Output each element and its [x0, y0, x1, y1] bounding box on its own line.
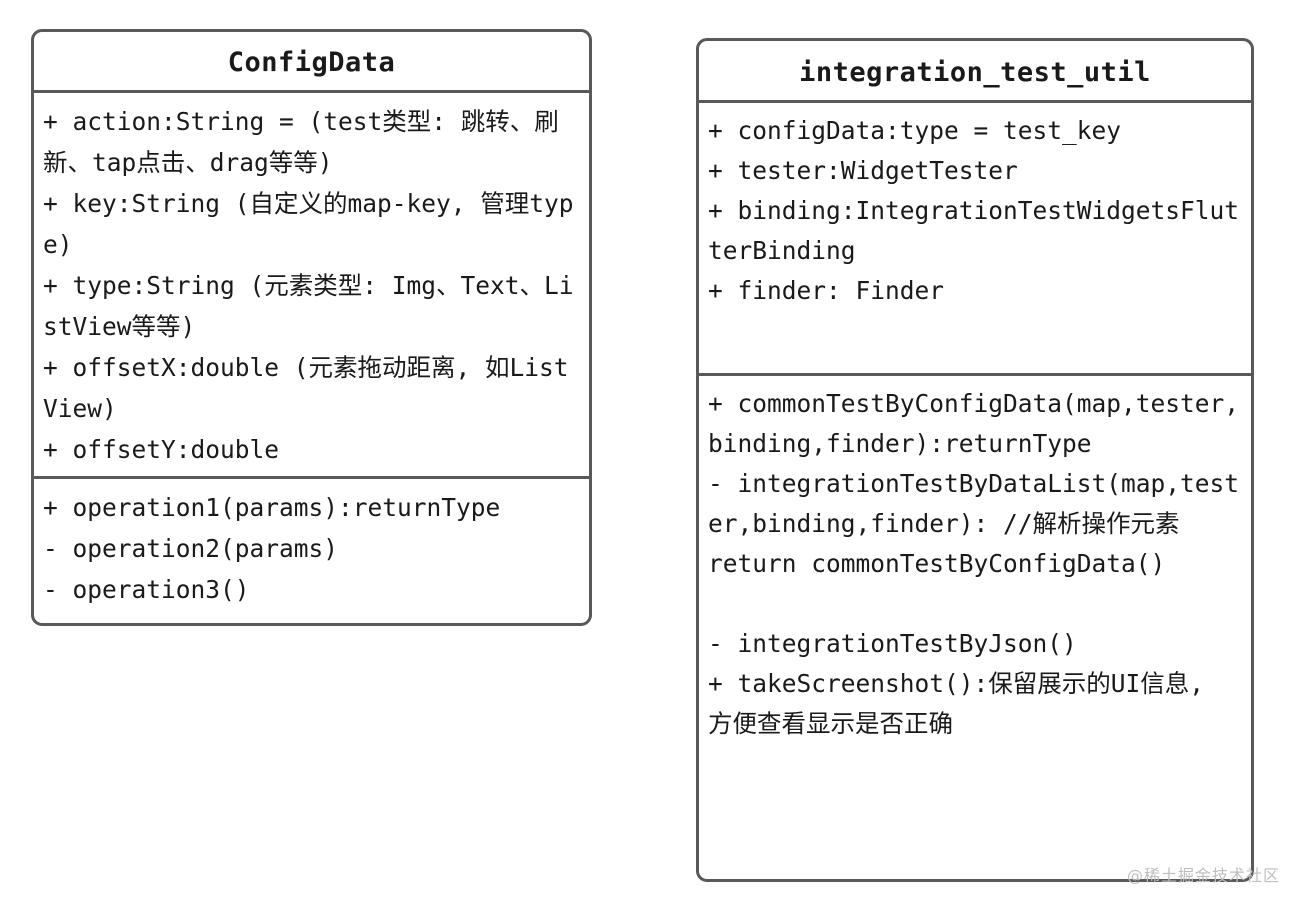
- operation-row: - integrationTestByJson(): [708, 629, 1077, 658]
- class-section-divider: [699, 373, 1251, 376]
- attribute-row: + configData:type = test_key: [708, 116, 1122, 145]
- uml-class-configdata[interactable]: ConfigData + action:String = (test类型: 跳转…: [31, 29, 592, 626]
- operation-row: return commonTestByConfigData(): [708, 549, 1166, 578]
- attribute-row: + tester:WidgetTester: [708, 156, 1018, 185]
- attribute-row: + key:String (自定义的map-key, 管理type): [43, 189, 574, 259]
- attribute-row: + offsetY:double: [43, 435, 280, 464]
- class-title-integration-test-util: integration_test_util: [799, 57, 1151, 88]
- operation-row: - integrationTestByDataList(map,tester,b…: [708, 469, 1240, 538]
- operation-row: + operation1(params):returnType: [43, 493, 501, 522]
- class-title-configdata: ConfigData: [227, 47, 396, 78]
- attribute-row: + binding:IntegrationTestWidgetsFlutterB…: [708, 196, 1240, 265]
- operations-section-integration-test-util: + commonTestByConfigData(map,tester,bind…: [699, 376, 1251, 879]
- operation-row-blank: [708, 584, 1241, 624]
- attribute-row: + type:String (元素类型: Img、Text、ListView等等…: [43, 271, 574, 341]
- attributes-section-configdata: + action:String = (test类型: 跳转、刷新、tap点击、d…: [34, 93, 589, 476]
- attributes-section-integration-test-util: + configData:type = test_key + tester:Wi…: [699, 103, 1251, 373]
- class-title-divider: [34, 90, 589, 93]
- attribute-row: + action:String = (test类型: 跳转、刷新、tap点击、d…: [43, 107, 559, 177]
- operation-row: + takeScreenshot():保留展示的UI信息, 方便查看显示是否正确: [708, 669, 1219, 738]
- class-section-divider: [34, 476, 589, 479]
- operations-section-configdata: + operation1(params):returnType - operat…: [34, 479, 589, 623]
- operation-row: - operation3(): [43, 575, 250, 604]
- attribute-row: + offsetX:double (元素拖动距离, 如ListView): [43, 353, 569, 423]
- uml-class-integration-test-util[interactable]: integration_test_util + configData:type …: [696, 38, 1254, 882]
- attribute-row: + finder: Finder: [708, 276, 945, 305]
- class-title-divider: [699, 100, 1251, 103]
- operation-row: + commonTestByConfigData(map,tester,bind…: [708, 389, 1240, 458]
- operation-row: - operation2(params): [43, 534, 339, 563]
